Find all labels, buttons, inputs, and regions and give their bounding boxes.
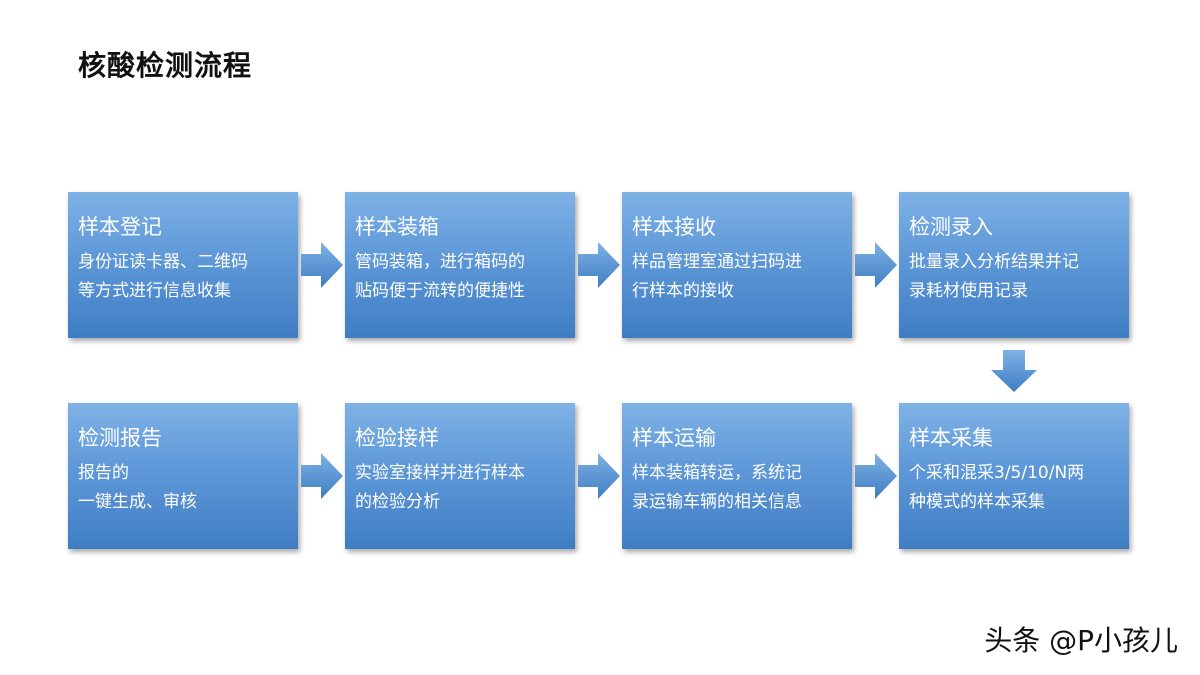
step-sample-registration: 样本登记 身份证读卡器、二维码 等方式进行信息收集 bbox=[68, 192, 298, 338]
step-sample-collection: 样本采集 个采和混采3/5/10/N两 种模式的样本采集 bbox=[899, 403, 1129, 549]
watermark: 头条 @P小孩儿 bbox=[984, 624, 1178, 657]
step-description: 管码装箱，进行箱码的 贴码便于流转的便捷性 bbox=[355, 252, 525, 301]
step-description: 样本装箱转运，系统记 录运输车辆的相关信息 bbox=[632, 463, 802, 512]
step-description: 身份证读卡器、二维码 等方式进行信息收集 bbox=[78, 252, 248, 301]
right-arrow-icon bbox=[578, 242, 620, 288]
right-arrow-icon bbox=[855, 453, 897, 499]
step-test-entry: 检测录入 批量录入分析结果并记 录耗材使用记录 bbox=[899, 192, 1129, 338]
step-description: 个采和混采3/5/10/N两 种模式的样本采集 bbox=[909, 463, 1085, 512]
step-lab-receiving: 检验接样 实验室接样并进行样本 的检验分析 bbox=[345, 403, 575, 549]
step-title: 样本运输 bbox=[632, 426, 716, 450]
step-title: 样本采集 bbox=[909, 426, 993, 450]
right-arrow-icon bbox=[301, 453, 343, 499]
step-title: 样本接收 bbox=[632, 215, 716, 239]
step-title: 检测报告 bbox=[78, 426, 162, 450]
step-description: 报告的 一键生成、审核 bbox=[78, 463, 197, 512]
down-arrow-icon bbox=[991, 350, 1037, 392]
step-description: 实验室接样并进行样本 的检验分析 bbox=[355, 463, 525, 512]
right-arrow-icon bbox=[578, 453, 620, 499]
step-test-report: 检测报告 报告的 一键生成、审核 bbox=[68, 403, 298, 549]
step-title: 检测录入 bbox=[909, 215, 993, 239]
step-description: 样品管理室通过扫码进 行样本的接收 bbox=[632, 252, 802, 301]
step-sample-transport: 样本运输 样本装箱转运，系统记 录运输车辆的相关信息 bbox=[622, 403, 852, 549]
step-title: 样本登记 bbox=[78, 215, 162, 239]
right-arrow-icon bbox=[301, 242, 343, 288]
step-title: 检验接样 bbox=[355, 426, 439, 450]
step-sample-receiving: 样本接收 样品管理室通过扫码进 行样本的接收 bbox=[622, 192, 852, 338]
right-arrow-icon bbox=[855, 242, 897, 288]
step-sample-boxing: 样本装箱 管码装箱，进行箱码的 贴码便于流转的便捷性 bbox=[345, 192, 575, 338]
page-title: 核酸检测流程 bbox=[78, 49, 253, 82]
step-title: 样本装箱 bbox=[355, 215, 439, 239]
step-description: 批量录入分析结果并记 录耗材使用记录 bbox=[909, 252, 1079, 301]
